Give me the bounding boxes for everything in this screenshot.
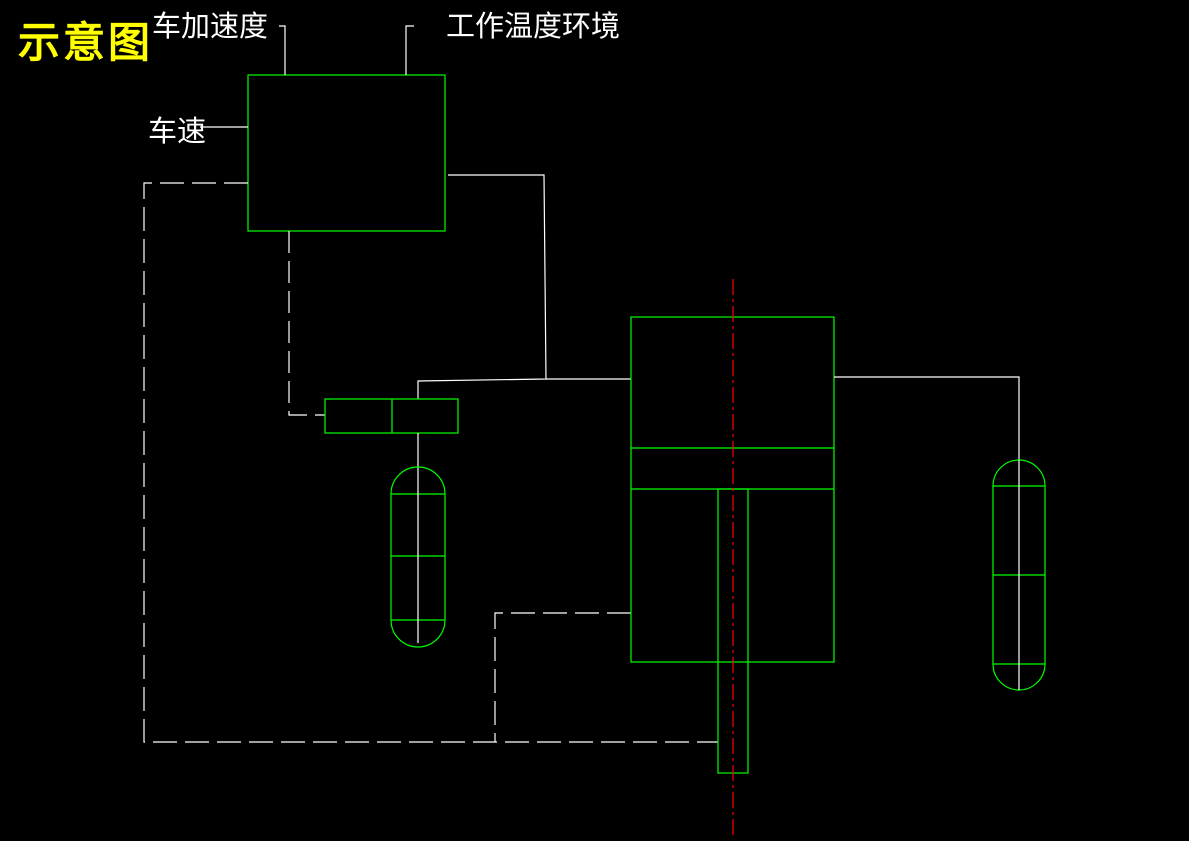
temperature-input-line (405, 25, 414, 75)
acceleration-input-line (279, 25, 286, 75)
feedback-dashed-line (143, 182, 718, 743)
diagram-title: 示意图 (18, 18, 154, 67)
controller-box (247, 74, 446, 232)
left-accumulator (390, 466, 446, 648)
cylinder-lower-dashed-line (494, 612, 631, 742)
control-signal-line (417, 174, 547, 399)
label-work-temperature: 工作温度环境 (446, 9, 621, 43)
cylinder-to-accumulator-line (834, 376, 1020, 460)
controller-valve-dashed-line (288, 231, 325, 416)
label-vehicle-speed: 车速 (148, 114, 207, 148)
label-body-acceleration: 车加速度 (152, 9, 269, 43)
right-accumulator (992, 459, 1046, 691)
